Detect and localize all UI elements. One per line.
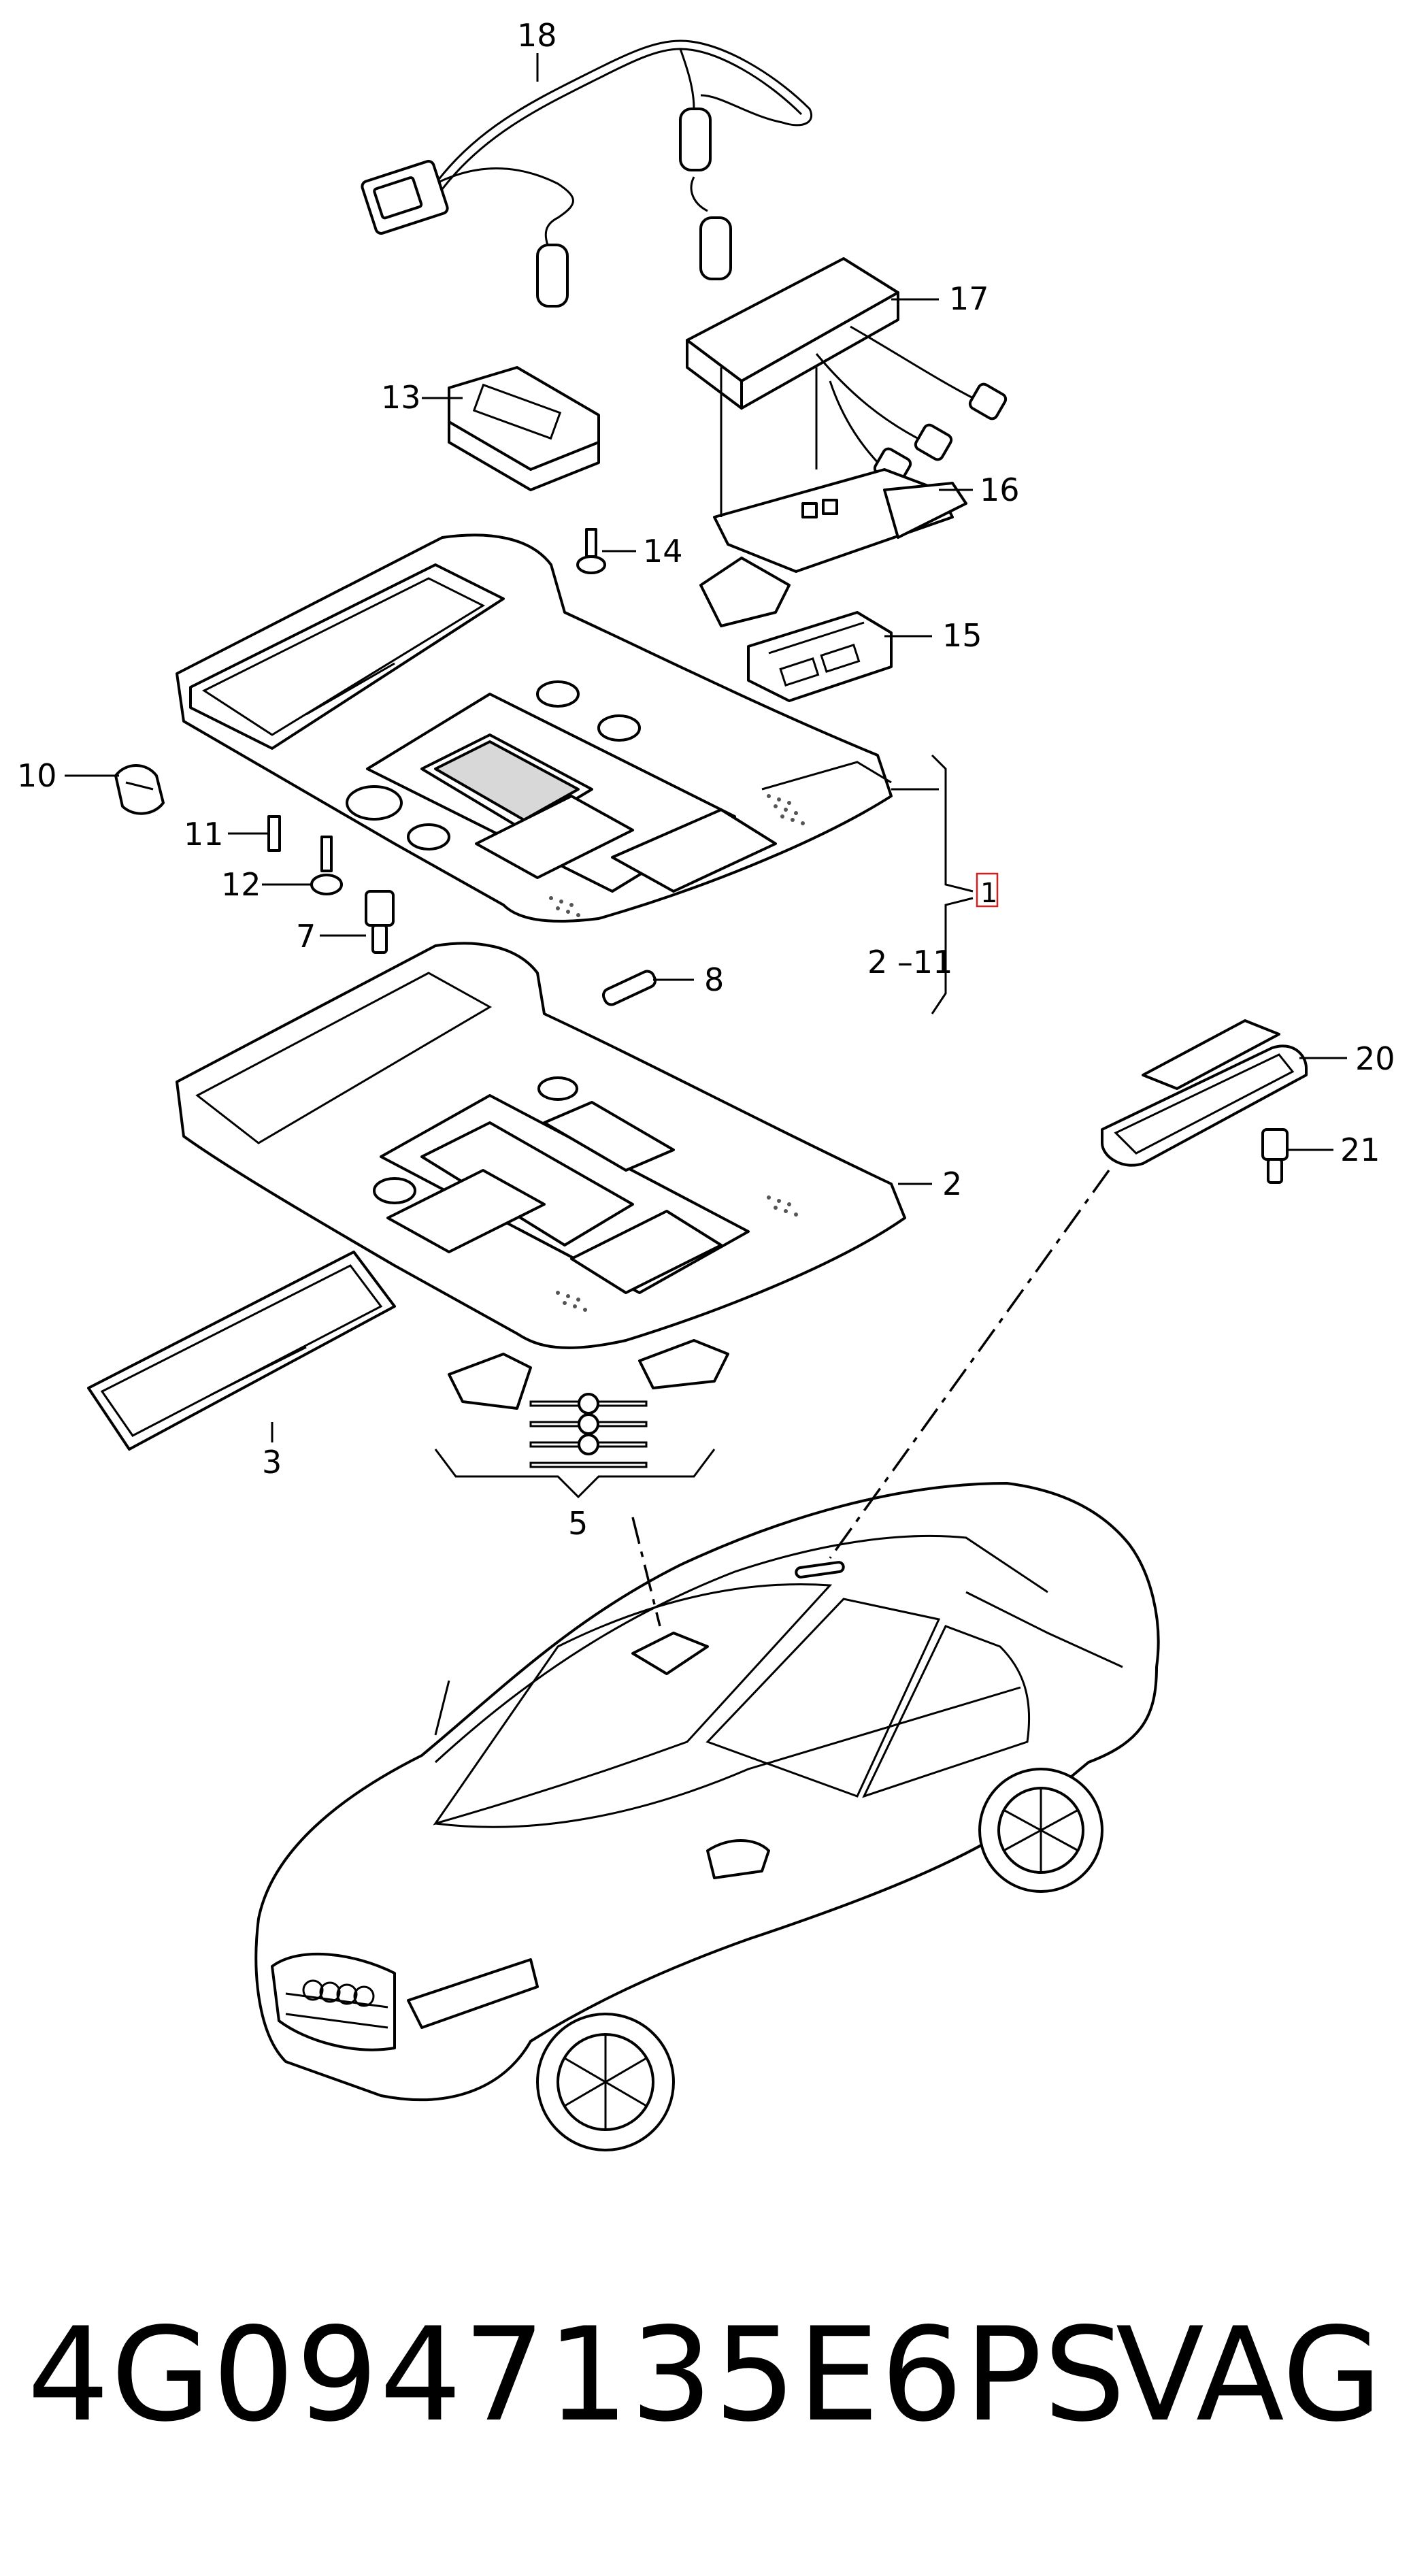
callout-18: 18 (517, 17, 557, 54)
speaker-grille-right (767, 794, 805, 825)
screw-14 (576, 528, 606, 574)
leader-lines (65, 53, 1347, 1499)
callout-1: 1 (980, 878, 997, 909)
callout-2: 2 (942, 1166, 962, 1202)
speaker-grille-lower (556, 1195, 798, 1312)
callout-11: 11 (184, 816, 224, 853)
switch-panel-20 (1101, 1019, 1308, 1167)
callout-14: 14 (643, 533, 683, 569)
reference-lines (631, 1169, 1110, 1627)
callout-10: 10 (17, 757, 57, 794)
screw-12 (310, 836, 343, 895)
brand-name: VAG (1116, 2300, 1382, 2450)
reading-light-13 (448, 366, 600, 491)
callout-1-box (976, 872, 999, 908)
roof-console-assembly-1 (176, 533, 893, 923)
callout-21: 21 (1340, 1132, 1380, 1168)
switch-module-15 (747, 611, 893, 702)
callout-12: 12 (221, 866, 261, 903)
control-unit-17 (686, 257, 1008, 485)
callout-3: 3 (262, 1444, 282, 1481)
callout-16: 16 (980, 472, 1020, 508)
callout-15: 15 (942, 617, 982, 654)
callout-13: 13 (381, 379, 421, 416)
cover-lens-3 (87, 1251, 396, 1451)
symbol-inserts-5 (448, 1339, 729, 1468)
bulb-holder-7 (365, 890, 395, 954)
callout-7: 7 (296, 918, 316, 955)
headliner-trim-2 (176, 942, 906, 1349)
part-number: 4G0947135E6PS (27, 2300, 1127, 2450)
callout-5: 5 (568, 1505, 588, 1542)
callout-8: 8 (704, 961, 724, 998)
speaker-grille-left (549, 896, 580, 917)
wiring-harness-18 (361, 39, 812, 308)
festoon-bulb-8 (601, 970, 657, 1006)
bulb-holder-21 (1261, 1128, 1289, 1184)
bracket-16 (699, 367, 967, 627)
callouts: 18 17 13 14 16 15 10 11 12 7 8 1 2 –11 2… (17, 17, 1395, 1542)
callout-20: 20 (1355, 1040, 1395, 1077)
car-illustration (254, 1482, 1160, 2151)
clip-10 (114, 764, 165, 815)
callout-2-11: 2 –11 (867, 944, 952, 980)
clip-11 (267, 815, 281, 852)
callout-17: 17 (949, 280, 989, 317)
